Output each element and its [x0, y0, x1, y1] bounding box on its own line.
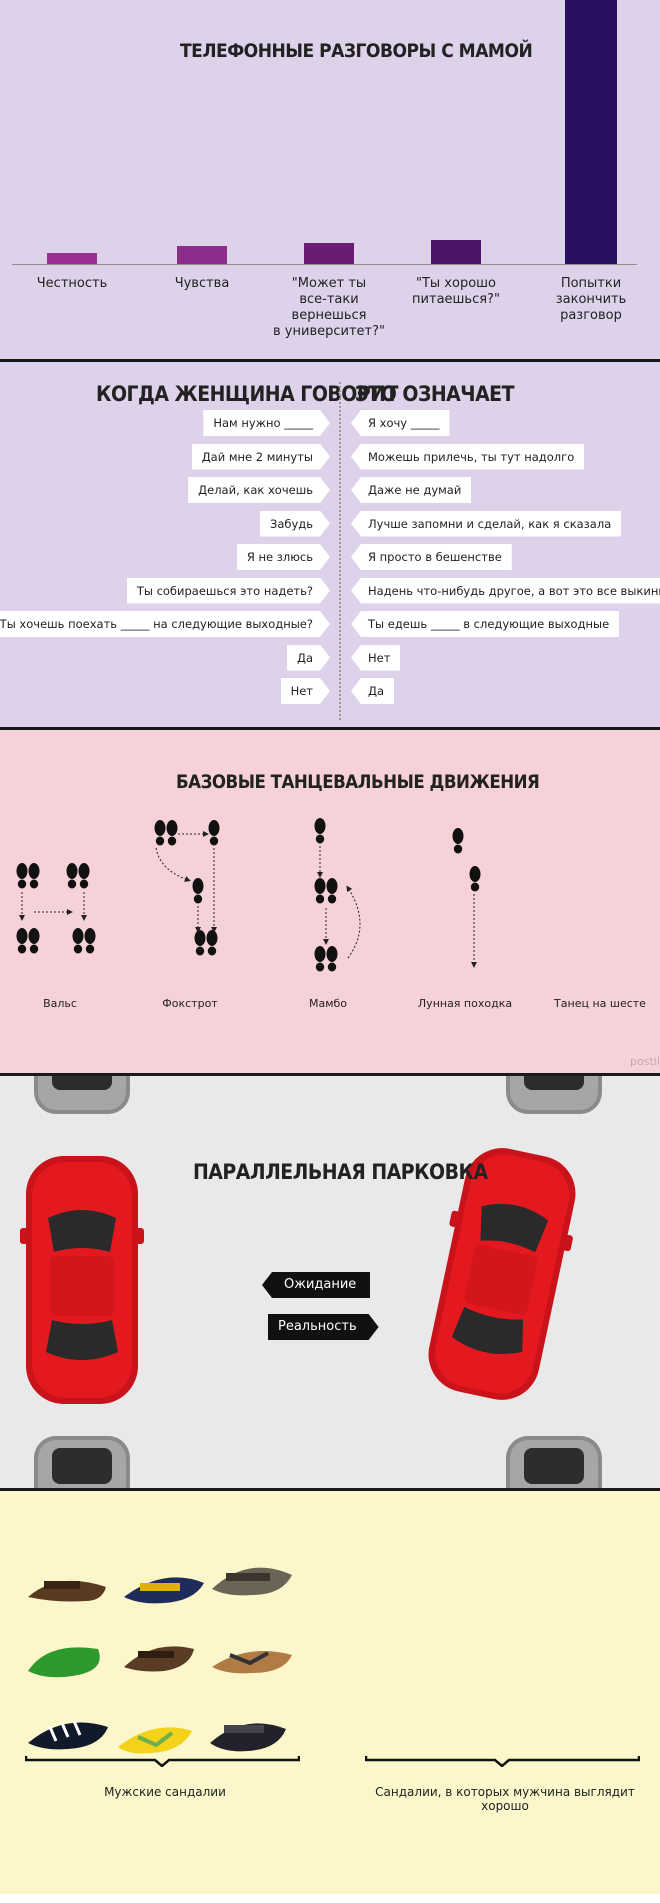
says-tag: Забудь — [260, 511, 330, 537]
sandal-brown-2 — [124, 1646, 194, 1672]
bar-label-line: Честность — [36, 276, 108, 291]
bar-label-line: "Может ты — [291, 276, 367, 291]
bar-label-line: закончить разговор — [555, 292, 627, 323]
bar-label-line: "Ты хорошо — [415, 276, 497, 291]
says-tag: Дай мне 2 минуты — [192, 444, 330, 470]
says-tag: Ты собираешься это надеть? — [127, 578, 330, 604]
says-tag: Да — [287, 645, 330, 671]
says-tag: Делай, как хочешь — [188, 477, 330, 503]
red-car-expectation — [20, 1156, 144, 1404]
bar-label-line: Чувства — [174, 276, 230, 291]
means-tag: Даже не думай — [351, 477, 472, 503]
means-tag: Надень что-нибудь другое, а вот это все … — [351, 577, 660, 604]
sandal-cork-flipflop — [212, 1651, 292, 1674]
left-header: Когда женщина говорит — [96, 382, 398, 406]
phone-chart-panel: Телефонные разговоры с мамой Честность Чу… — [0, 0, 660, 362]
dance-label-mambo: Мамбо — [308, 997, 348, 1010]
dance-label-foxtrot: Фокстрот — [162, 997, 218, 1010]
reality-label: Реальность — [268, 1314, 379, 1340]
grey-car-bottom-left — [34, 1436, 130, 1488]
dance-label-moonwalk: Лунная походка — [417, 997, 513, 1010]
bar-label-line: все-таки вернешься — [291, 292, 367, 323]
chart-baseline — [12, 264, 637, 265]
chart-title: Телефонные разговоры с мамой — [180, 40, 533, 62]
men-sandals-label: Мужские сандалии — [104, 1785, 226, 1799]
dance-panel: Базовые танцевальные движения — [0, 730, 660, 1076]
right-header: Это означает — [355, 382, 515, 406]
bar-3 — [431, 240, 481, 264]
means-tag: Нет — [351, 644, 401, 671]
expectation-label: Ожидание — [262, 1272, 371, 1298]
bar-0 — [47, 253, 97, 264]
means-tag: Я просто в бешенстве — [351, 544, 512, 570]
bar-label-line: Попытки — [560, 276, 622, 291]
sandals-grid — [28, 1567, 292, 1754]
means-tag: Ты едешь _____ в следующие выходные — [351, 611, 620, 637]
means-tag: Да — [351, 678, 395, 704]
sandal-yellow-flipflop — [118, 1727, 192, 1754]
says-tag: Нам нужно _____ — [203, 410, 330, 436]
waltz-diagram — [17, 863, 96, 954]
sandal-grey-sport — [212, 1567, 292, 1596]
dance-title: Базовые танцевальные движения — [176, 772, 540, 793]
left-brace — [25, 1756, 300, 1767]
moonwalk-diagram — [452, 828, 481, 968]
right-brace — [365, 1756, 640, 1767]
foxtrot-diagram — [155, 820, 220, 956]
means-tag: Я хочу _____ — [351, 410, 450, 436]
says-tag: Ты хочешь поехать _____ на следующие вых… — [0, 611, 330, 637]
bar-4 — [565, 0, 617, 264]
bar-label-line: питаешься?" — [412, 292, 500, 307]
bar-label-1: Чувства — [137, 276, 267, 292]
grey-car-top-left — [34, 1076, 130, 1114]
bar-label-0: Честность — [7, 276, 137, 292]
dance-label-pole-dance: Танец на шесте — [554, 997, 646, 1010]
sandal-black-sport — [210, 1723, 286, 1752]
grey-car-bottom-right — [506, 1436, 602, 1488]
bar-1 — [177, 246, 227, 264]
watermark-text: postila.ru — [630, 1055, 660, 1068]
says-tag: Я не злюсь — [237, 544, 330, 570]
grey-car-top-right — [506, 1076, 602, 1114]
bar-label-line: в университет?" — [273, 324, 385, 339]
sandal-green-croc — [28, 1647, 100, 1678]
bar-2 — [304, 243, 354, 264]
parking-panel: Параллельная парковка Ожидание Реальност… — [0, 1076, 660, 1491]
sandal-blue-slide — [124, 1577, 204, 1604]
says-tag: Нет — [281, 678, 330, 704]
center-divider — [339, 382, 341, 720]
means-tag: Лучше запомни и сделай, как я сказала — [351, 510, 622, 537]
sandal-black-slide — [28, 1720, 108, 1750]
sandal-brown-1 — [28, 1580, 106, 1602]
dance-diagrams: postila.ru — [0, 818, 660, 1068]
mambo-diagram — [314, 818, 361, 972]
parking-title: Параллельная парковка — [193, 1160, 488, 1184]
dance-label-waltz: Вальс — [43, 997, 77, 1010]
means-tag: Можешь прилечь, ты тут надолго — [351, 443, 585, 470]
woman-says-panel: Когда женщина говорит Это означает Нам н… — [0, 362, 660, 730]
sandals-panel: Мужские сандалии Сандалии, в которых муж… — [0, 1491, 660, 1894]
good-sandals-label: Сандалии, в которых мужчина выглядит хор… — [375, 1785, 635, 1813]
